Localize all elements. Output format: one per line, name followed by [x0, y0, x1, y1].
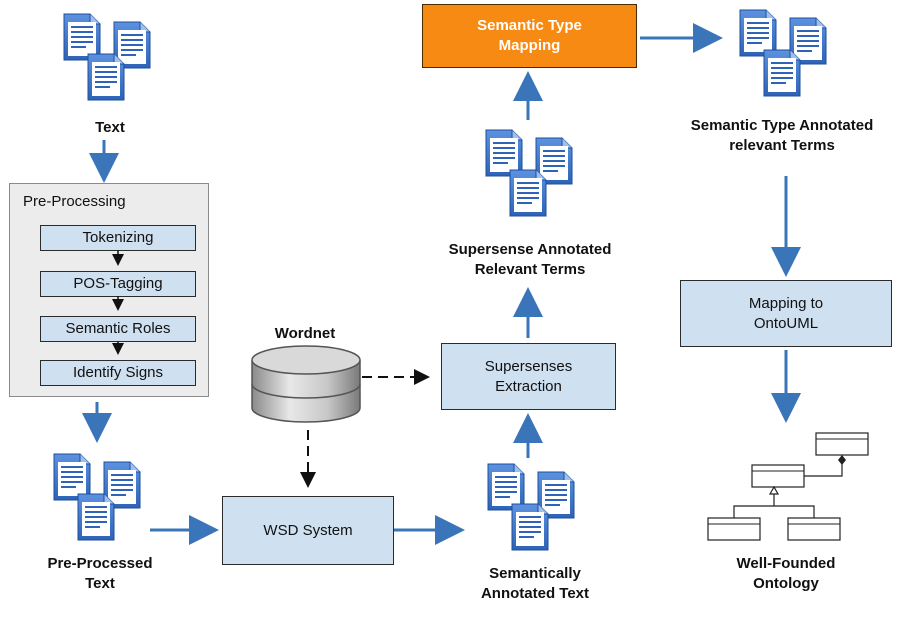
semantically-annotated-text-label: Semantically Annotated Text: [480, 565, 590, 602]
uml-class-diagram-icon: [707, 432, 869, 541]
well-founded-ontology-label: Well-Founded Ontology: [736, 555, 836, 592]
preprocessed-text-label: Pre-Processed Text: [47, 555, 153, 592]
mapping-to-ontouml-box: Mapping to OntoUML: [680, 280, 892, 347]
database-icon: [251, 345, 361, 423]
step-tokenizing: Tokenizing: [40, 225, 196, 251]
wsd-system-box: WSD System: [222, 496, 394, 565]
preprocessing-panel: Pre-Processing Tokenizing POS-Tagging Se…: [9, 183, 209, 397]
step-identify-signs: Identify Signs: [40, 360, 196, 386]
wordnet-label: Wordnet: [274, 325, 336, 342]
supersenses-extraction-box: Supersenses Extraction: [441, 343, 616, 410]
preprocessing-title: Pre-Processing: [23, 193, 126, 210]
text-label: Text: [95, 119, 125, 136]
semantic-type-mapping-box: Semantic Type Mapping: [422, 4, 637, 68]
supersense-annotated-label: Supersense Annotated Relevant Terms: [448, 241, 612, 278]
semantic-type-annotated-label: Semantic Type Annotated relevant Terms: [690, 117, 874, 154]
step-semantic-roles: Semantic Roles: [40, 316, 196, 342]
